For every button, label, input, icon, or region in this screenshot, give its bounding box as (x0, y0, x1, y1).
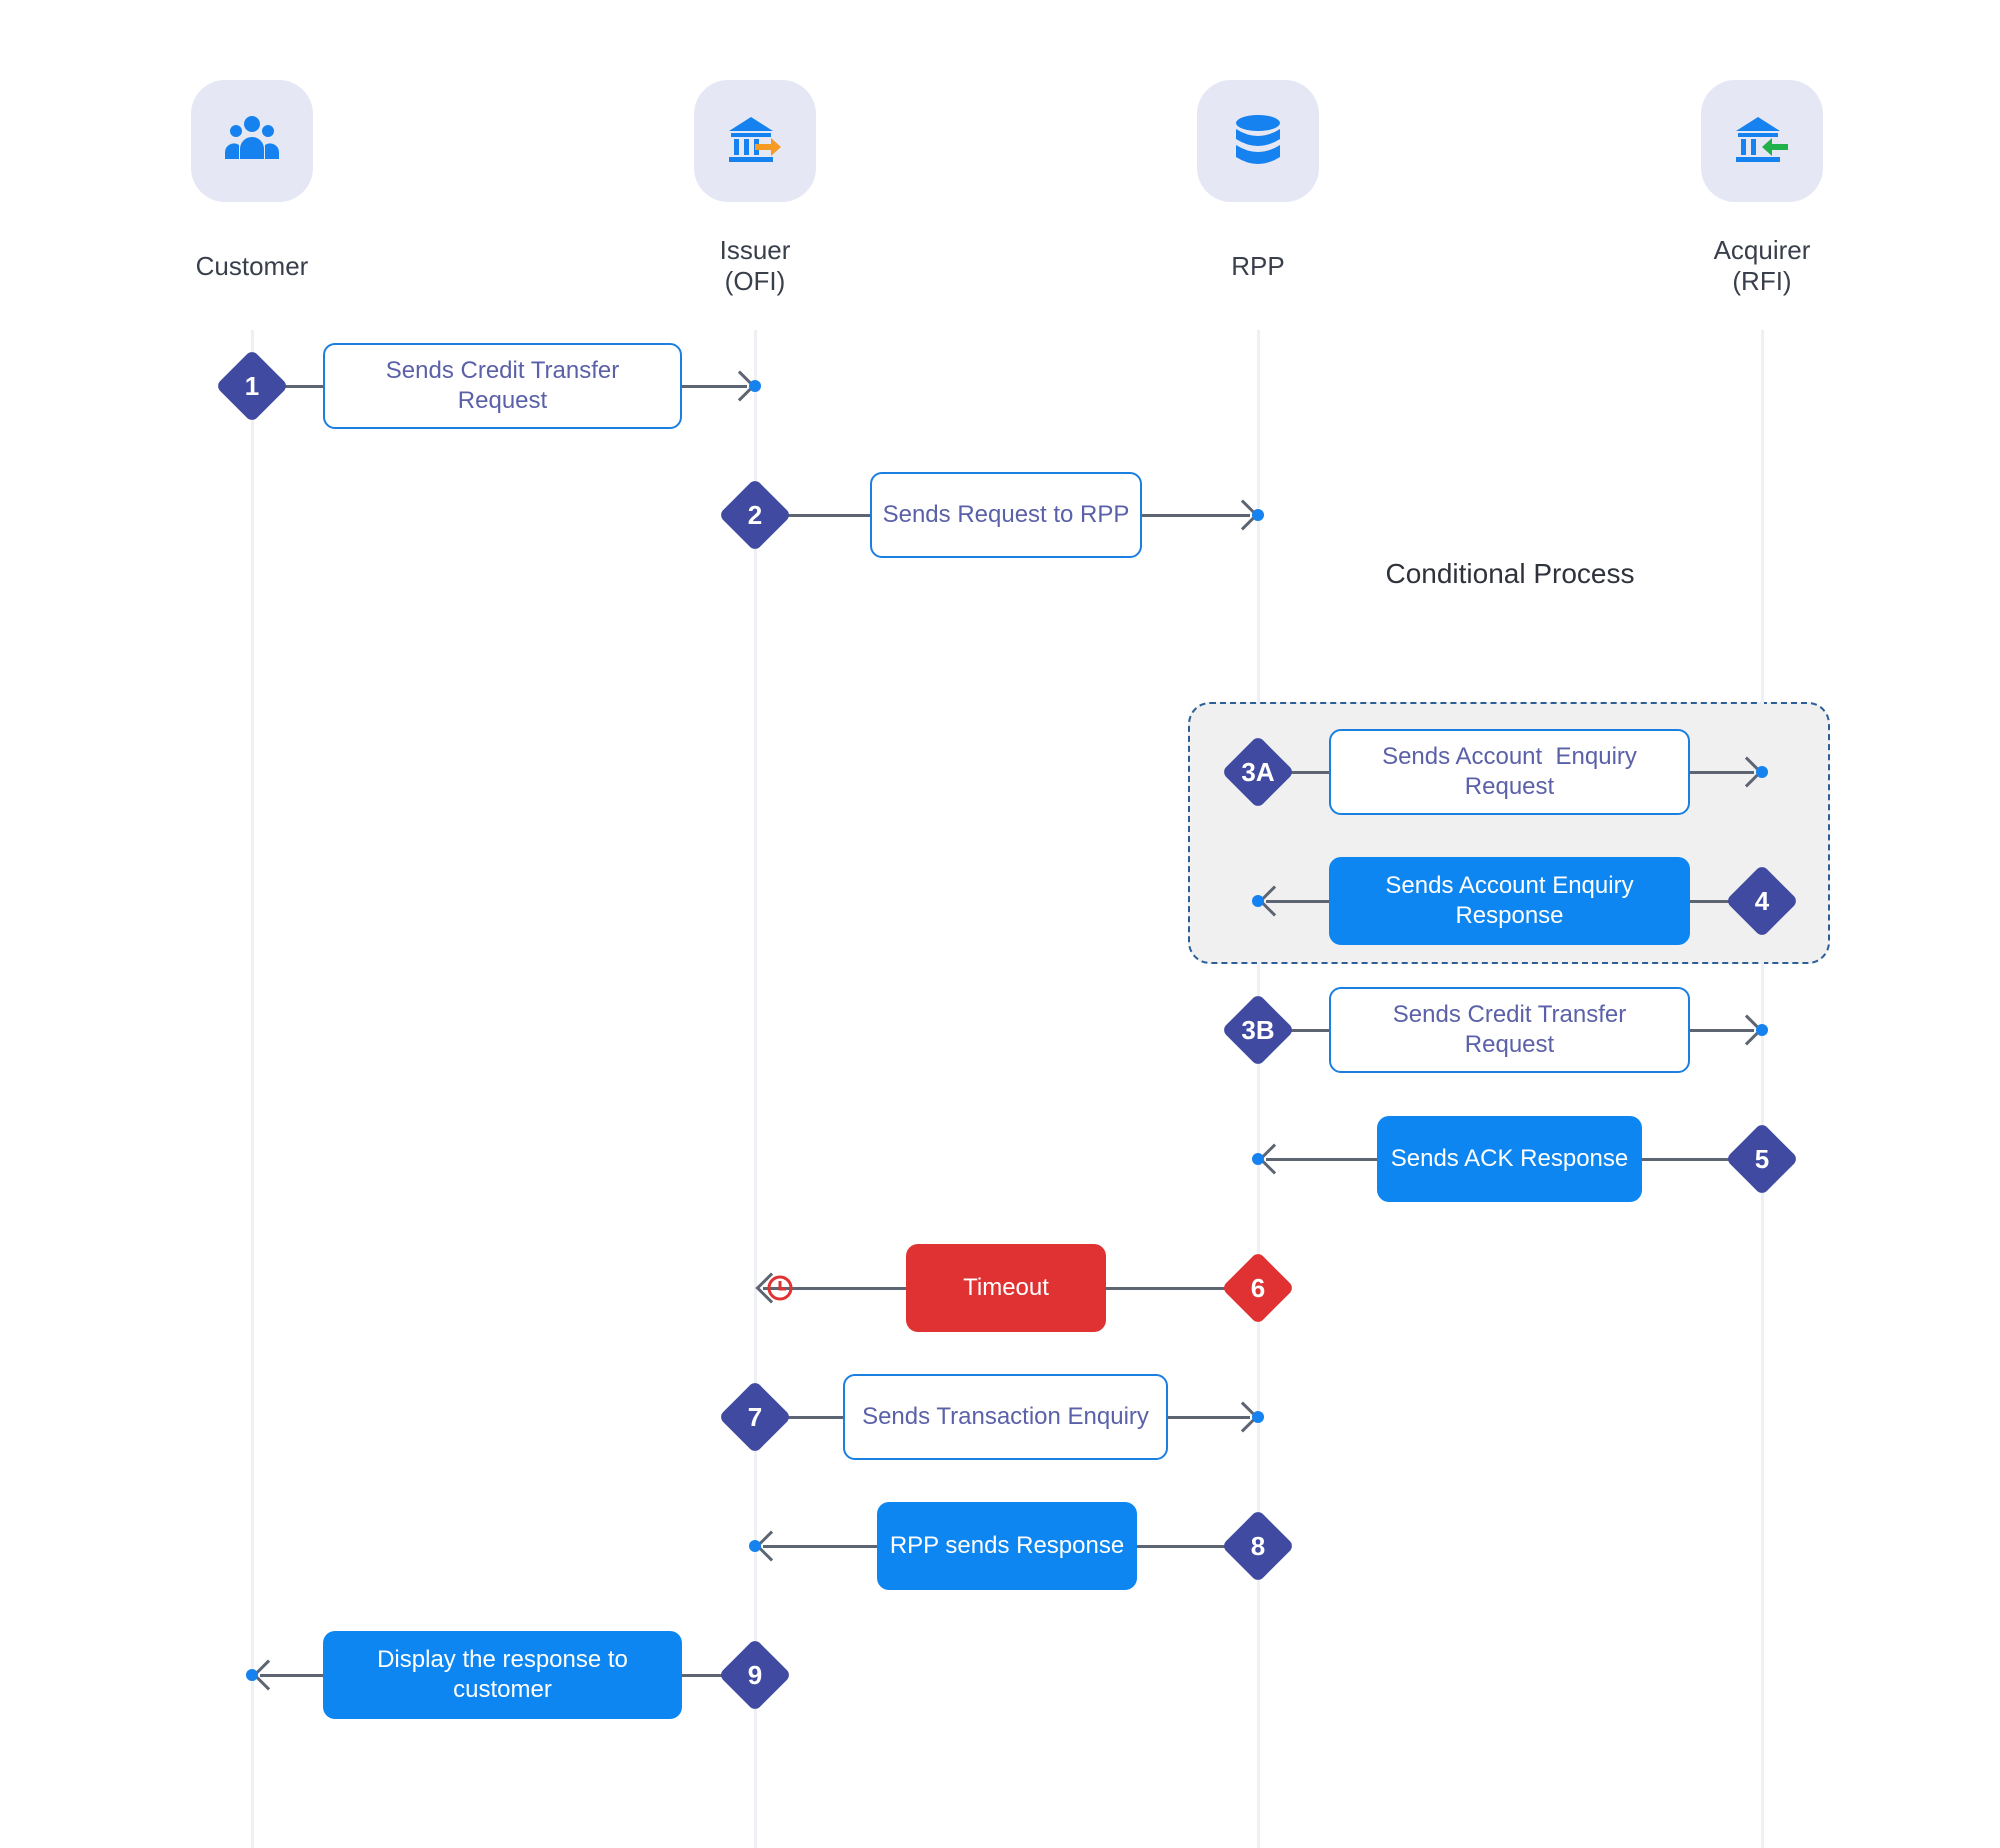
connector-line (763, 1545, 877, 1548)
connector-line (1142, 514, 1250, 517)
actor-label-line: Customer (195, 251, 309, 281)
step-number: 5 (1754, 1144, 1770, 1174)
connector-line (755, 1416, 843, 1419)
message-line: customer (453, 1676, 552, 1703)
step-number: 9 (747, 1660, 763, 1690)
message-line: Sends Transaction Enquiry (862, 1403, 1149, 1430)
endpoint-dot (1252, 895, 1264, 907)
endpoint-dot (749, 1540, 761, 1552)
message-box-step-9: Display the response to customer (323, 1631, 682, 1719)
actor-tile-customer (191, 80, 313, 202)
connector-line (763, 1287, 906, 1290)
endpoint-dot (749, 380, 761, 392)
connector-line (1690, 771, 1754, 774)
message-box-step-7: Sends Transaction Enquiry (843, 1374, 1168, 1460)
message-text: Timeout (963, 1273, 1049, 1303)
lifeline-customer (251, 330, 254, 1848)
message-line: RPP sends Response (889, 1532, 1125, 1559)
message-line: Display the response to (377, 1646, 628, 1673)
actor-tile-acquirer (1701, 80, 1823, 202)
actor-tile-rpp (1197, 80, 1319, 202)
message-text: Sends ACK Response (1391, 1144, 1628, 1174)
actor-label-line: (OFI) (724, 266, 786, 296)
endpoint-dot (1252, 1153, 1264, 1165)
message-line: Sends Request to RPP (882, 501, 1130, 528)
actor-label-line: (RFI) (1732, 266, 1792, 296)
message-line: Request (1464, 773, 1555, 800)
connector-line (252, 385, 323, 388)
message-line: Sends Credit Transfer (385, 357, 620, 384)
connector-line (1690, 900, 1762, 903)
endpoint-dot (1252, 1411, 1264, 1423)
connector-line (1168, 1416, 1250, 1419)
actor-label-line: RPP (1231, 251, 1285, 281)
connector-line (260, 1674, 323, 1677)
connector-line (682, 385, 747, 388)
actor-label-customer: Customer (122, 251, 382, 282)
lifeline-issuer (754, 330, 757, 1848)
step-number: 6 (1250, 1273, 1266, 1303)
actor-label-line: Acquirer (1713, 235, 1811, 265)
message-box-step-2: Sends Request to RPP (870, 472, 1142, 558)
lifeline-rpp (1257, 330, 1260, 1848)
actor-label-line: Issuer (719, 235, 791, 265)
message-line: Sends Account Enquiry (1382, 743, 1637, 770)
connector-line (755, 514, 870, 517)
actor-label-acquirer: Acquirer(RFI) (1632, 235, 1892, 297)
connector-line (1106, 1287, 1258, 1290)
message-line: Timeout (963, 1274, 1049, 1301)
actor-label-rpp: RPP (1128, 251, 1388, 282)
message-text: Sends Request to RPP (883, 500, 1130, 530)
endpoint-dot (1756, 766, 1768, 778)
connector-line (1258, 771, 1329, 774)
endpoint-dot (1756, 1024, 1768, 1036)
connector-line (1642, 1158, 1762, 1161)
message-box-step-8: RPP sends Response (877, 1502, 1137, 1590)
actor-label-issuer: Issuer(OFI) (625, 235, 885, 297)
step-number: 3A (1241, 757, 1275, 787)
connector-line (1266, 1158, 1377, 1161)
message-line: Sends Account Enquiry (1385, 872, 1634, 899)
step-number: 1 (244, 371, 260, 401)
step-number: 7 (747, 1402, 763, 1432)
connector-line (1690, 1029, 1754, 1032)
message-box-step-6: Timeout (906, 1244, 1106, 1332)
message-line: Sends ACK Response (1390, 1145, 1629, 1172)
endpoint-dot (246, 1669, 258, 1681)
step-number: 3B (1241, 1015, 1275, 1045)
connector-line (1266, 900, 1329, 903)
message-box-step-5: Sends ACK Response (1377, 1116, 1642, 1202)
endpoint-dot (1252, 509, 1264, 521)
step-number: 2 (747, 500, 763, 530)
message-text: Sends Transaction Enquiry (862, 1402, 1149, 1432)
clock-icon (765, 1273, 795, 1303)
message-line: Sends Credit Transfer (1392, 1001, 1627, 1028)
message-line: Request (457, 387, 548, 414)
message-text: RPP sends Response (890, 1531, 1124, 1561)
group-title: Conditional Process (1385, 558, 1635, 589)
connector-line (682, 1674, 755, 1677)
connector-line (1258, 1029, 1329, 1032)
lifeline-acquirer (1761, 330, 1764, 1848)
step-number: 8 (1250, 1531, 1266, 1561)
connector-line (1137, 1545, 1258, 1548)
actor-tile-issuer (694, 80, 816, 202)
message-line: Request (1464, 1031, 1555, 1058)
message-line: Response (1455, 902, 1564, 929)
message-text: Display the response to customer (377, 1645, 628, 1705)
step-number: 4 (1754, 886, 1770, 916)
